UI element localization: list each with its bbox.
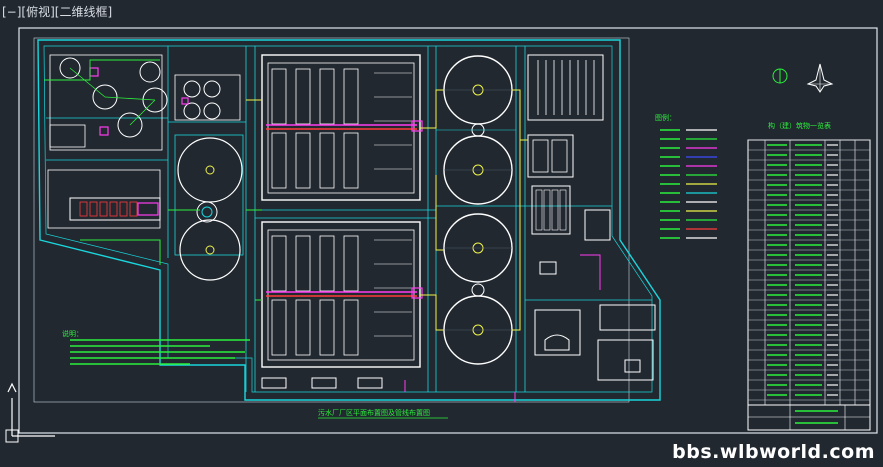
north-arrow-icon: [772, 68, 788, 84]
drawing-title-caption: 污水厂厂区平面布置图及管线布置图: [318, 408, 430, 417]
compass-icon: [806, 63, 834, 93]
pump-house: [47, 169, 161, 229]
building-table: 构（建）筑物一览表: [747, 121, 871, 431]
clarifiers-middle: [443, 55, 513, 365]
legend: 图例：: [655, 113, 717, 239]
viewport-controls-label[interactable]: [−][俯视][二维线框]: [2, 5, 113, 19]
legend-heading: 图例：: [655, 113, 676, 122]
drawing-frame: [18, 27, 878, 434]
sludge-area: [49, 54, 168, 151]
bottom-buildings: [261, 377, 383, 389]
small-tanks: [174, 74, 241, 121]
watermark: bbs.wlbworld.com: [672, 441, 875, 463]
process-right: [527, 54, 656, 381]
table-heading: 构（建）筑物一览表: [768, 121, 831, 130]
ucs-axis-icon: [5, 382, 55, 443]
notes-heading: 说明：: [62, 329, 83, 338]
clarifiers-left: [174, 134, 244, 281]
notes-block: 说明：: [62, 329, 250, 365]
pipelines: [44, 59, 601, 402]
aeration-tanks: [261, 54, 423, 368]
